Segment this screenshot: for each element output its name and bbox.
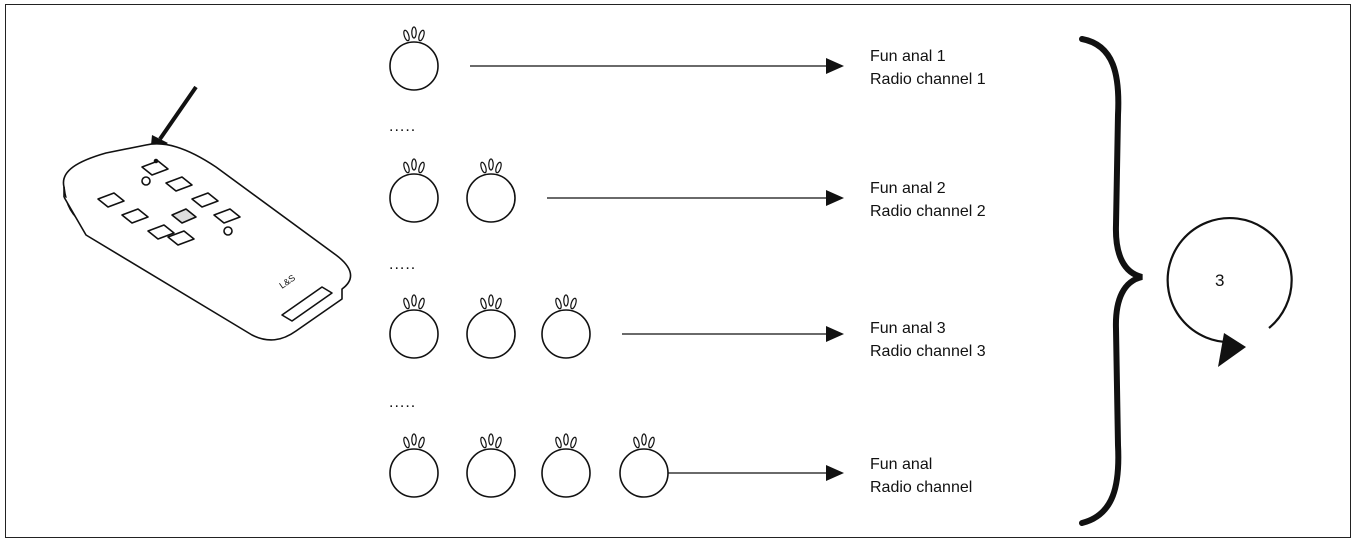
blink-ray-icon <box>403 436 410 449</box>
function-channel-1-label: Fun anal 1 <box>870 48 946 65</box>
cycle-arrow-icon <box>1166 217 1293 344</box>
blink-ray-icon <box>418 297 425 310</box>
arrow-head-icon <box>826 190 844 206</box>
led-icon <box>541 309 591 359</box>
blink-ray-icon <box>563 294 569 307</box>
arrow-head-icon <box>826 465 844 481</box>
blink-ray-icon <box>570 436 577 449</box>
blink-ray-icon <box>555 297 562 310</box>
blink-ray-icon <box>403 161 410 174</box>
blink-ray-icon <box>570 297 577 310</box>
led-icon <box>466 309 516 359</box>
blink-ray-icon <box>488 433 494 446</box>
remote-control-illustration: L&S <box>62 85 352 341</box>
led-icon <box>541 448 591 498</box>
cycle-arrow-head-icon <box>1218 333 1246 367</box>
function-channel-4-label: Fun anal <box>870 456 933 473</box>
blink-ray-icon <box>563 433 569 446</box>
led-icon <box>466 173 516 223</box>
blink-ray-icon <box>648 436 655 449</box>
blink-ray-icon <box>418 161 425 174</box>
blink-ray-icon <box>418 436 425 449</box>
separator-dots: ..... <box>389 118 417 135</box>
blink-ray-icon <box>411 26 417 39</box>
radio-channel-4-label: Radio channel <box>870 479 973 496</box>
led-icon <box>466 448 516 498</box>
led-icon <box>389 309 439 359</box>
cycle-count-label: 3 <box>1215 271 1225 290</box>
radio-channel-3-label: Radio channel 3 <box>870 343 986 360</box>
radio-channel-1-label: Radio channel 1 <box>870 71 986 88</box>
function-channel-2-label: Fun anal 2 <box>870 180 946 197</box>
blink-ray-icon <box>418 29 425 42</box>
blink-ray-icon <box>555 436 562 449</box>
function-channel-3-label: Fun anal 3 <box>870 320 946 337</box>
blink-ray-icon <box>411 433 417 446</box>
blink-ray-icon <box>495 161 502 174</box>
blink-ray-icon <box>495 436 502 449</box>
radio-channel-2-label: Radio channel 2 <box>870 203 986 220</box>
blink-ray-icon <box>403 297 410 310</box>
blink-ray-icon <box>633 436 640 449</box>
separator-dots: ..... <box>389 394 417 411</box>
curly-brace <box>1079 36 1143 526</box>
led-icon <box>389 448 439 498</box>
blink-ray-icon <box>488 294 494 307</box>
blink-ray-icon <box>480 436 487 449</box>
led-icon <box>389 41 439 91</box>
blink-ray-icon <box>480 161 487 174</box>
blink-ray-icon <box>403 29 410 42</box>
blink-ray-icon <box>480 297 487 310</box>
arrow-head-icon <box>826 326 844 342</box>
blink-ray-icon <box>641 433 647 446</box>
led-icon <box>619 448 669 498</box>
blink-ray-icon <box>411 158 417 171</box>
diagram-frame: L&S Fun anal 1 Radio channel 1 Fun anal … <box>5 4 1351 538</box>
separator-dots: ..... <box>389 256 417 273</box>
blink-ray-icon <box>495 297 502 310</box>
blink-ray-icon <box>411 294 417 307</box>
flow-diagram <box>389 26 1293 526</box>
led-icon <box>389 173 439 223</box>
arrow-head-icon <box>826 58 844 74</box>
blink-ray-icon <box>488 158 494 171</box>
